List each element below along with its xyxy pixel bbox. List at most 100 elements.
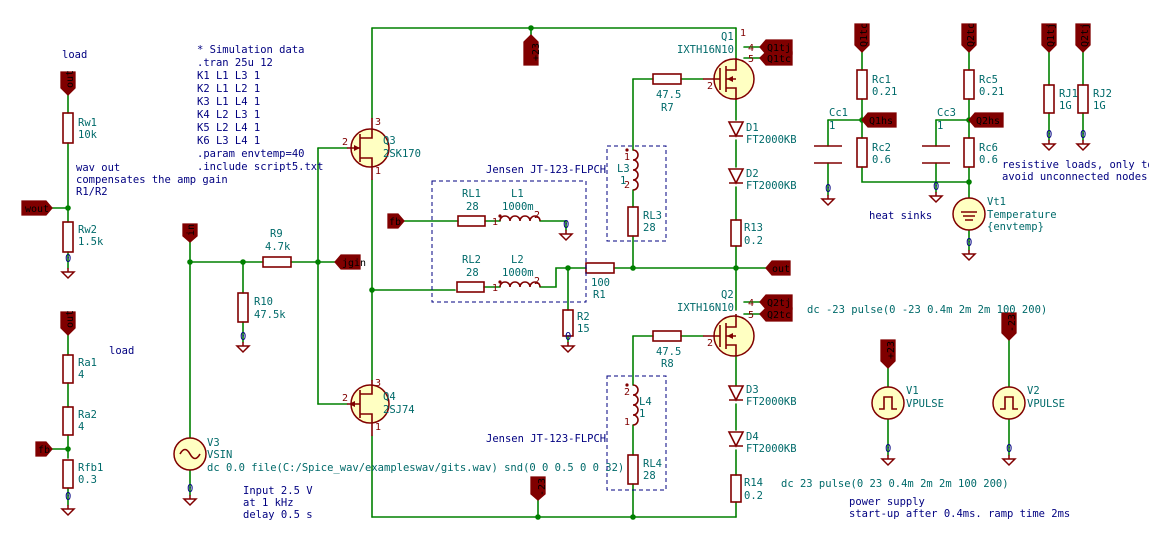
ref-rc1: Rc1 xyxy=(872,74,891,86)
ref-rl1: RL1 xyxy=(462,188,481,200)
net-label: +23 xyxy=(886,341,897,359)
pin-number: 1 xyxy=(492,217,498,228)
ref-d1: D1 xyxy=(746,122,759,134)
ref-rc5: Rc5 xyxy=(979,74,998,86)
ref-l4: L4 xyxy=(639,396,652,408)
ref-r13: R13 xyxy=(744,222,763,234)
rc1-body xyxy=(856,69,868,100)
pin-number: 2 xyxy=(534,276,540,287)
transistors xyxy=(347,58,755,436)
ref-l2: L2 xyxy=(511,254,524,266)
ref-q4: Q4 xyxy=(383,391,396,403)
value-ra2: 4 xyxy=(78,421,84,433)
ref-q3: Q3 xyxy=(383,135,396,147)
net-label: +23 xyxy=(531,43,542,61)
sources xyxy=(173,197,1026,471)
rj2-body xyxy=(1077,84,1089,114)
ref-cc1: Cc1 xyxy=(829,107,848,119)
pin-number: 1 xyxy=(492,283,498,294)
transformer-box-2 xyxy=(606,145,667,242)
node-zero: 0 xyxy=(1006,443,1012,455)
value-r2: 15 xyxy=(577,323,590,335)
ref-r9: R9 xyxy=(270,228,283,240)
rfb1-body xyxy=(62,459,74,489)
ref-vt1: Vt1 xyxy=(987,196,1006,208)
cc3-plates xyxy=(922,145,950,164)
sim-line: * Simulation data xyxy=(197,44,304,56)
spice-v1: dc 23 pulse(0 23 0.4m 2m 2m 100 200) xyxy=(781,478,1009,490)
rc2-body xyxy=(856,137,868,168)
value-rl3: 28 xyxy=(643,222,656,234)
ref-rl4: RL4 xyxy=(643,458,662,470)
net-label: out xyxy=(772,264,790,275)
ref-q2: Q2 xyxy=(721,289,734,301)
net-label: out xyxy=(65,70,76,88)
value-r14: 0.2 xyxy=(744,490,763,502)
value-v2: VPULSE xyxy=(1027,398,1065,410)
spice-v3: dc 0.0 file(C:/Spice_wav/exampleswav/git… xyxy=(207,462,624,474)
value-r7: 47.5 xyxy=(656,89,681,101)
value-q3: 2SK170 xyxy=(383,148,421,160)
node-zero: 0 xyxy=(240,331,246,343)
rc6-body xyxy=(963,137,975,168)
sim-line: K1 L1 L3 1 xyxy=(197,70,260,82)
pin-number: 5 xyxy=(748,310,754,321)
sim-line: K3 L1 L4 1 xyxy=(197,96,260,108)
pin-number: 1 xyxy=(375,166,381,177)
ra1-body xyxy=(62,354,74,384)
value-rw2: 1.5k xyxy=(78,236,104,248)
net-label: Q1tc xyxy=(859,23,870,47)
pin-number: 1 xyxy=(624,417,630,428)
value-q4: 2SJ74 xyxy=(383,404,415,416)
ref-l3: L3 xyxy=(617,163,630,175)
note-power: power supply xyxy=(849,496,925,508)
node-zero: 0 xyxy=(65,253,71,265)
ref-rfb1: Rfb1 xyxy=(78,462,103,474)
grounds xyxy=(60,140,1091,517)
rl1-body xyxy=(457,215,486,227)
ref-d2: D2 xyxy=(746,168,759,180)
ref-v2: V2 xyxy=(1027,385,1040,397)
component-texts: Rw1 10k Rw2 1.5k Ra1 4 Ra2 4 Rfb1 0.3 V3… xyxy=(78,31,1112,502)
value-rj1: 1G xyxy=(1059,100,1072,112)
sim-line: .include script5.txt xyxy=(197,161,323,173)
value-r1: 100 xyxy=(591,277,610,289)
sim-line: K4 L2 L3 1 xyxy=(197,109,260,121)
ref-v3: V3 xyxy=(207,437,220,449)
rl3-body xyxy=(627,206,639,237)
net-label: fb xyxy=(389,217,401,228)
value-v1: VPULSE xyxy=(906,398,944,410)
value-l1: 1000m xyxy=(502,201,534,213)
note-resistive: avoid unconnected nodes xyxy=(1002,171,1147,183)
node-zero: 0 xyxy=(966,237,972,249)
value-r9: 4.7k xyxy=(265,241,291,253)
pin-number: 2 xyxy=(707,338,713,349)
ref-rc6: Rc6 xyxy=(979,142,998,154)
rc5-body xyxy=(963,69,975,100)
v2-symbol xyxy=(992,386,1026,420)
pin-number: 2 xyxy=(342,393,348,404)
value-rc2: 0.6 xyxy=(872,154,891,166)
node-zero: 0 xyxy=(565,331,571,343)
value-rw1: 10k xyxy=(78,129,98,141)
l3-coil xyxy=(632,149,639,191)
value-d2: FT2000KB xyxy=(746,180,797,192)
value-rl1: 28 xyxy=(466,201,479,213)
ref-l1: L1 xyxy=(511,188,524,200)
rw2-body xyxy=(62,221,74,253)
net-label-shapes xyxy=(21,23,1091,501)
node-zero: 0 xyxy=(885,443,891,455)
capacitors xyxy=(814,145,950,164)
value-rc6: 0.6 xyxy=(979,154,998,166)
d4-symbol xyxy=(727,431,745,448)
param-vt1: {envtemp} xyxy=(987,221,1044,233)
net-label: Q1tj xyxy=(1046,23,1057,47)
value-d4: FT2000KB xyxy=(746,443,797,455)
rw1-body xyxy=(62,112,74,144)
d3-symbol xyxy=(727,385,745,402)
r14-body xyxy=(730,474,742,503)
sim-line: .param envtemp=40 xyxy=(197,148,304,160)
note-input: at 1 kHz xyxy=(243,497,294,509)
r9-body xyxy=(262,256,292,268)
value-l3: 1 xyxy=(620,175,626,187)
